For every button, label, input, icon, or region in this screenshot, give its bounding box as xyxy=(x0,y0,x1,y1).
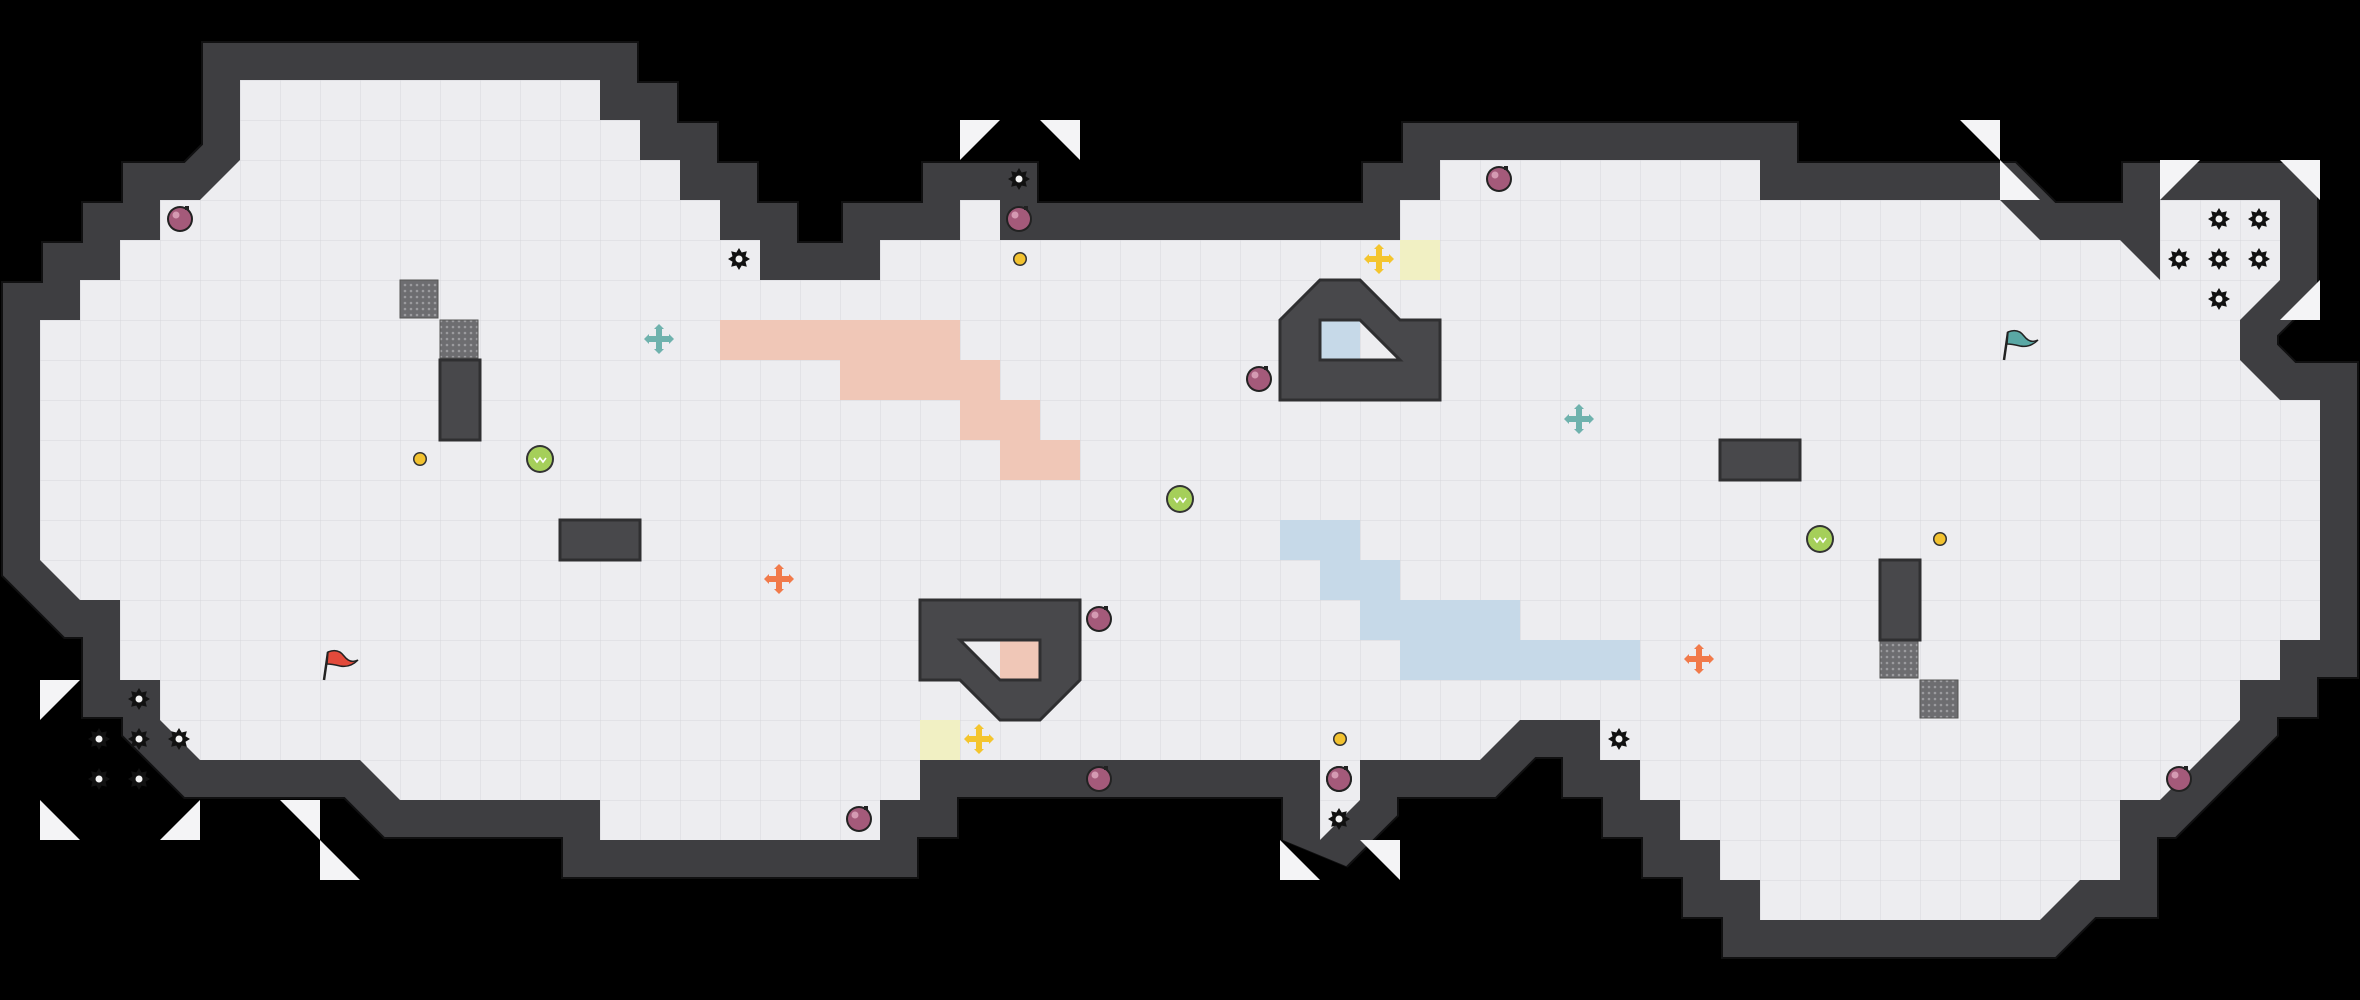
wall-notch xyxy=(2160,160,2200,200)
blue-zone-tile xyxy=(1400,640,1640,680)
vent-tile xyxy=(399,279,439,319)
red-zone-tile xyxy=(1000,640,1040,680)
inner-wall-ring xyxy=(918,598,1082,722)
bomb xyxy=(1246,366,1272,392)
red-zone-tile xyxy=(1000,440,1080,480)
bomb xyxy=(1086,766,1112,792)
entities xyxy=(88,166,2270,832)
spike-mine xyxy=(2208,288,2230,310)
spike-mine xyxy=(728,248,750,270)
yellow-pad-tile xyxy=(920,720,960,760)
inner-walls xyxy=(438,278,1922,722)
blue-zone-tile xyxy=(1320,320,1360,360)
red-zone-tile xyxy=(840,360,960,400)
red-zone-tile xyxy=(800,320,960,360)
inner-wall-block xyxy=(558,518,642,562)
spike-mine xyxy=(2248,248,2270,270)
bomb xyxy=(1326,766,1352,792)
teal-flag xyxy=(2002,329,2039,361)
bomb xyxy=(1486,166,1512,192)
coin xyxy=(1933,532,1947,546)
wall-notch xyxy=(2000,160,2040,200)
coin xyxy=(1013,252,1027,266)
vent-tile xyxy=(439,319,479,359)
bomb xyxy=(846,806,872,832)
bomb xyxy=(2166,766,2192,792)
spike-mine xyxy=(2208,208,2230,230)
inner-wall-block xyxy=(1718,438,1802,482)
wall-notch xyxy=(40,680,80,720)
wall-notch xyxy=(1280,840,1320,880)
wall-notch xyxy=(2280,280,2320,320)
wall-notch xyxy=(40,800,80,840)
power-orb xyxy=(1166,485,1194,513)
bomb xyxy=(167,206,193,232)
zones xyxy=(399,240,1959,760)
spike-mine xyxy=(1008,168,1030,190)
blue-zone-tile xyxy=(1280,520,1360,560)
red-zone-tile xyxy=(960,360,1000,400)
inner-wall-block xyxy=(438,358,482,442)
red-flag xyxy=(322,649,359,681)
spike-mine xyxy=(128,688,150,710)
blue-zone-tile xyxy=(1360,600,1520,640)
wall-notch xyxy=(1960,120,2000,160)
spike-mine xyxy=(1328,808,1350,830)
boost-plus xyxy=(1364,244,1394,274)
coin xyxy=(1333,732,1347,746)
spike-mine xyxy=(128,728,150,750)
inner-wall-ring xyxy=(1278,278,1442,402)
spike-mine xyxy=(1608,728,1630,750)
power-orb xyxy=(526,445,554,473)
wall-notch xyxy=(280,800,320,840)
blue-zone-tile xyxy=(1320,560,1400,600)
vent-tile xyxy=(1879,639,1919,679)
wall-notch xyxy=(2280,160,2320,200)
red-zone-tile xyxy=(960,400,1040,440)
yellow-pad-tile xyxy=(1400,240,1440,280)
vent-tile xyxy=(1919,679,1959,719)
wall-notch xyxy=(1360,840,1400,880)
power-orb xyxy=(1806,525,1834,553)
spike-mine xyxy=(2208,248,2230,270)
wall-notch xyxy=(160,800,200,840)
wall-notch xyxy=(320,840,360,880)
boost-plus xyxy=(644,324,674,354)
spike-mine xyxy=(88,728,110,750)
spike-mine xyxy=(88,768,110,790)
bomb xyxy=(1086,606,1112,632)
boost-plus xyxy=(964,724,994,754)
spike-mine xyxy=(168,728,190,750)
spike-mine xyxy=(2168,248,2190,270)
wall-notch xyxy=(960,120,1000,160)
spike-mine xyxy=(128,768,150,790)
spike-mine xyxy=(2248,208,2270,230)
wall-notch xyxy=(1040,120,1080,160)
boost-plus xyxy=(764,564,794,594)
red-zone-tile xyxy=(720,320,800,360)
bomb xyxy=(1006,206,1032,232)
inner-wall-block xyxy=(1878,558,1922,642)
boost-plus xyxy=(1564,404,1594,434)
boost-plus xyxy=(1684,644,1714,674)
coin xyxy=(413,452,427,466)
